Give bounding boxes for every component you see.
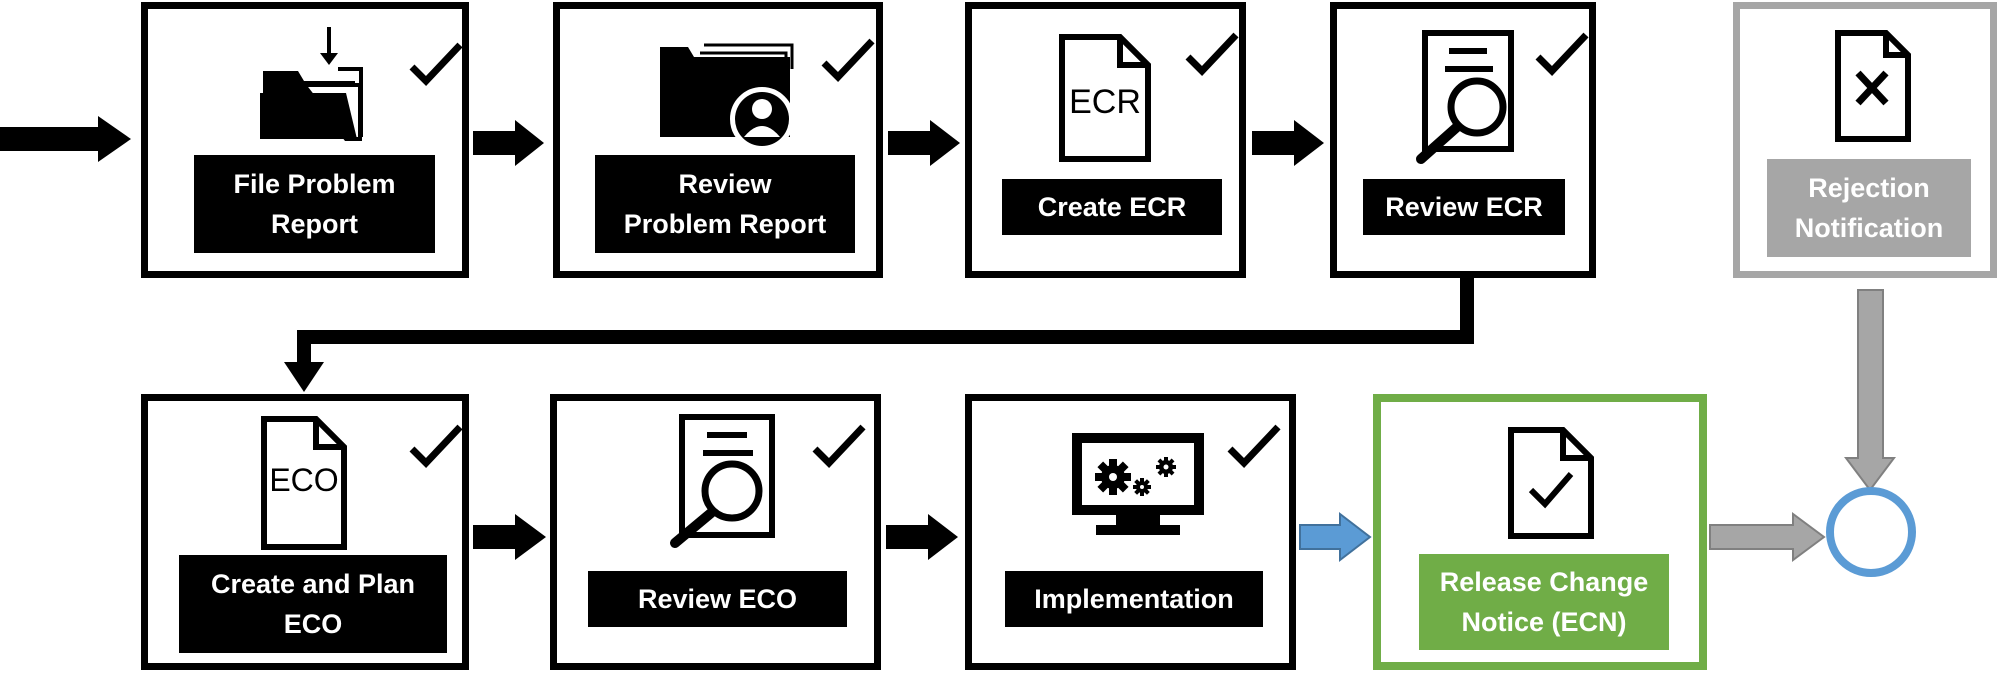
document-check-icon: [1508, 427, 1594, 539]
step-label: File Problem Report: [194, 155, 435, 253]
icon-text: ECO: [269, 462, 338, 498]
connector-review-ecr-to-create-eco: [284, 278, 1474, 392]
document-eco-icon: ECO: [261, 416, 347, 550]
document-magnifier-icon: [1416, 30, 1514, 164]
step-label: Release Change Notice (ECN): [1419, 554, 1669, 650]
folder-user-icon: [660, 43, 794, 151]
folder-download-icon: [260, 27, 363, 141]
step-label: Review ECR: [1363, 179, 1565, 235]
checkmark-icon: [812, 424, 866, 469]
step-label: Review ECO: [588, 571, 847, 627]
arrow-release-to-end: [1709, 512, 1826, 562]
document-magnifier-icon: [670, 414, 775, 548]
entry-arrow: [0, 116, 131, 162]
checkmark-icon: [409, 42, 463, 87]
arrow-file-to-review-problem: [473, 120, 544, 166]
step-review-ecr[interactable]: Review ECR: [1330, 2, 1596, 278]
step-label: Create and Plan ECO: [179, 555, 447, 653]
checkmark-icon: [821, 38, 875, 83]
checkmark-icon: [1185, 32, 1239, 77]
end-circle-icon: [1826, 487, 1916, 577]
checkmark-icon: [1535, 32, 1589, 77]
checkmark-icon: [1227, 424, 1281, 469]
arrow-rejection-to-end: [1844, 289, 1896, 492]
arrow-create-ecr-to-review-ecr: [1252, 120, 1324, 166]
step-release-change-notice[interactable]: Release Change Notice (ECN): [1373, 394, 1707, 670]
step-label: Implementation: [1005, 571, 1263, 627]
step-rejection-notification[interactable]: Rejection Notification: [1733, 2, 1997, 278]
checkmark-icon: [409, 424, 463, 469]
step-review-eco[interactable]: Review ECO: [550, 394, 881, 670]
icon-text: ECR: [1069, 83, 1141, 121]
step-label: Rejection Notification: [1767, 159, 1971, 257]
document-ecr-icon: ECR: [1059, 34, 1151, 162]
arrow-review-problem-to-create-ecr: [888, 120, 960, 166]
step-label: Review Problem Report: [595, 155, 855, 253]
arrow-create-eco-to-review-eco: [473, 514, 546, 560]
step-file-problem-report[interactable]: File Problem Report: [141, 2, 469, 278]
step-create-ecr[interactable]: ECR Create ECR: [965, 2, 1246, 278]
step-implementation[interactable]: Implementation: [965, 394, 1296, 670]
step-label: Create ECR: [1002, 179, 1222, 235]
monitor-gears-icon: [1072, 433, 1204, 535]
arrow-review-eco-to-implementation: [886, 514, 958, 560]
step-create-and-plan-eco[interactable]: ECO Create and Plan ECO: [141, 394, 469, 670]
document-reject-icon: [1835, 30, 1911, 142]
step-review-problem-report[interactable]: Review Problem Report: [553, 2, 883, 278]
arrow-implementation-to-release: [1299, 511, 1372, 563]
